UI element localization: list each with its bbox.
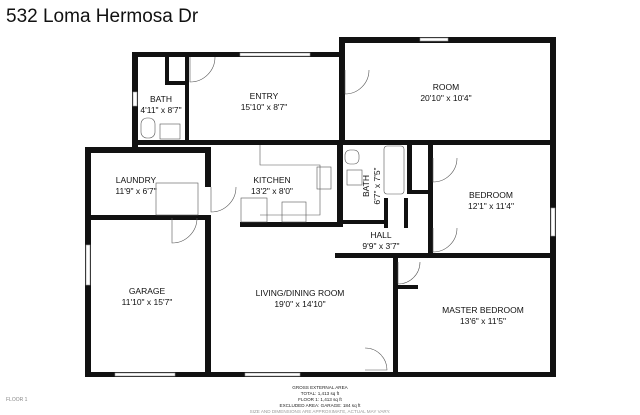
bathtub [383, 145, 405, 195]
wall [337, 143, 343, 227]
wall [393, 285, 418, 289]
wall [407, 143, 412, 193]
window [244, 372, 301, 377]
door-swing [189, 56, 216, 83]
sink [346, 169, 363, 186]
stairs [155, 182, 199, 216]
wall [384, 198, 388, 228]
wall [85, 147, 210, 153]
wall [550, 37, 556, 377]
wall [339, 37, 345, 145]
door-swing [364, 347, 388, 371]
wall [185, 57, 189, 145]
window [114, 372, 176, 377]
toilet [140, 117, 156, 139]
wall [85, 372, 556, 377]
address-title: 532 Loma Hermosa Dr [6, 6, 199, 27]
door-swing [432, 157, 458, 183]
wall [335, 253, 556, 258]
counter [259, 145, 321, 216]
wall [393, 258, 398, 377]
wall [240, 222, 343, 227]
windows [85, 37, 556, 377]
wall [205, 147, 211, 187]
wall [85, 215, 210, 220]
wall [132, 140, 345, 145]
window [85, 244, 91, 286]
wall [132, 52, 345, 57]
wall [165, 81, 187, 85]
wall [165, 57, 169, 84]
wall [339, 140, 556, 145]
window [419, 37, 449, 42]
floor-label: FLOOR 1 [6, 397, 28, 403]
door-swing [397, 261, 421, 285]
window [132, 91, 138, 107]
wall [337, 220, 387, 224]
door-swing [171, 217, 198, 244]
wall [404, 198, 408, 228]
door-swing [210, 186, 237, 213]
sink [316, 166, 332, 190]
area-summary: GROSS EXTERNAL AREA TOTAL: 1,413 sq ft F… [249, 385, 391, 414]
fridge [240, 197, 268, 223]
sink [159, 123, 181, 140]
door-swing [344, 69, 370, 95]
toilet [344, 149, 360, 165]
wall [205, 215, 211, 377]
window [550, 207, 556, 237]
door-swing [432, 227, 458, 253]
window [239, 52, 311, 57]
wall [428, 143, 433, 253]
wall [407, 190, 429, 194]
fixtures [140, 56, 458, 371]
stove [281, 201, 307, 223]
